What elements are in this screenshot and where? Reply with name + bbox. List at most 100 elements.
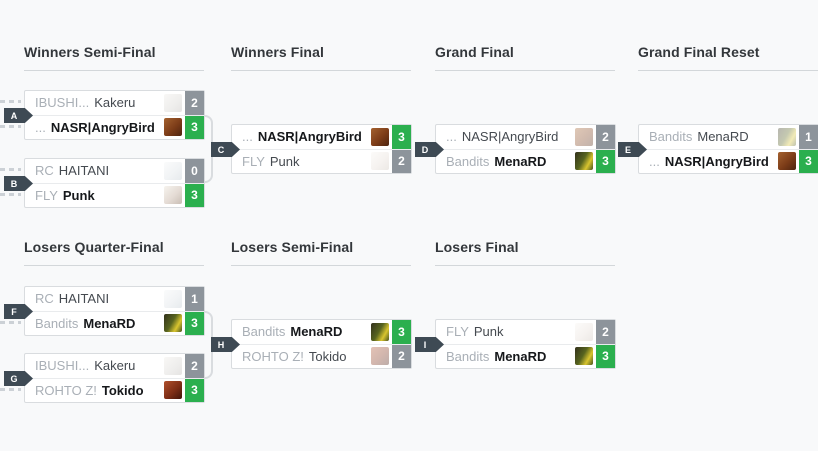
offscreen-connector-dashes: [0, 321, 21, 324]
player-team-prefix: ...: [242, 129, 253, 145]
player-row[interactable]: FLY Punk 2: [436, 320, 615, 344]
round-title: Grand Final Reset: [638, 44, 760, 60]
player-row[interactable]: ... NASR|AngryBird 2: [436, 125, 615, 149]
player-team-prefix: IBUSHI...: [35, 358, 90, 374]
round-column-grand-final: Grand Final: [435, 44, 615, 71]
player-avatar: [164, 356, 182, 375]
player-avatar: [778, 127, 796, 146]
player-score: 3: [185, 378, 204, 402]
round-divider: [435, 265, 615, 266]
player-name: Kakeru: [94, 95, 136, 111]
match-identifier-badge[interactable]: E: [618, 142, 647, 157]
player-row[interactable]: Bandits MenaRD 3: [232, 320, 411, 344]
player-avatar: [164, 289, 182, 308]
player-row[interactable]: Bandits MenaRD 1: [639, 125, 818, 149]
player-team-prefix: ROHTO Z!: [242, 348, 304, 364]
player-avatar: [371, 347, 389, 366]
player-team-prefix: Bandits: [649, 129, 693, 145]
match-identifier-badge[interactable]: F: [4, 304, 33, 319]
player-row[interactable]: RC HAITANI 0: [25, 159, 204, 183]
player-name: Kakeru: [94, 358, 136, 374]
player-name: NASR|AngryBird: [257, 129, 362, 145]
player-name: MenaRD: [494, 348, 547, 364]
player-avatar: [164, 381, 182, 400]
match-card[interactable]: Bandits MenaRD 3 ROHTO Z! Tokido 2: [231, 319, 412, 369]
player-score: 0: [185, 159, 204, 183]
player-row[interactable]: ROHTO Z! Tokido 2: [232, 343, 411, 368]
player-team-prefix: Bandits: [242, 324, 286, 340]
player-name: MenaRD: [83, 315, 136, 331]
player-avatar: [371, 127, 389, 146]
player-avatar: [371, 322, 389, 341]
player-name: Tokido: [308, 348, 347, 364]
match-identifier-badge[interactable]: C: [211, 142, 240, 157]
player-row[interactable]: IBUSHI... Kakeru 2: [25, 354, 204, 378]
round-divider: [231, 70, 411, 71]
player-score: 3: [799, 149, 818, 173]
round-title: Winners Semi-Final: [24, 44, 156, 60]
player-row[interactable]: ... NASR|AngryBird 3: [25, 114, 204, 139]
player-name: NASR|AngryBird: [664, 153, 769, 169]
player-score: 2: [596, 320, 615, 344]
player-row[interactable]: FLY Punk 2: [232, 148, 411, 173]
match-card[interactable]: FLY Punk 2 Bandits MenaRD 3: [435, 319, 616, 369]
match-identifier-badge[interactable]: G: [4, 371, 33, 386]
match-card[interactable]: ... NASR|AngryBird 3 FLY Punk 2: [231, 124, 412, 174]
player-avatar: [575, 127, 593, 146]
match-card[interactable]: RC HAITANI 0 FLY Punk 3: [24, 158, 205, 208]
player-name: HAITANI: [58, 291, 110, 307]
player-avatar: [164, 161, 182, 180]
player-name: NASR|AngryBird: [50, 119, 155, 135]
player-score: 2: [185, 354, 204, 378]
round-title: Winners Final: [231, 44, 324, 60]
player-team-prefix: Bandits: [35, 315, 79, 331]
match-card[interactable]: ... NASR|AngryBird 2 Bandits MenaRD 3: [435, 124, 616, 174]
round-column-losers-final: Losers Final: [435, 239, 615, 266]
player-team-prefix: ...: [649, 153, 660, 169]
match-card[interactable]: IBUSHI... Kakeru 2 ... NASR|AngryBird 3: [24, 90, 205, 140]
match-card[interactable]: RC HAITANI 1 Bandits MenaRD 3: [24, 286, 205, 336]
player-score: 3: [596, 149, 615, 173]
player-score: 1: [799, 125, 818, 149]
player-name: HAITANI: [58, 163, 110, 179]
match-identifier-badge[interactable]: B: [4, 176, 33, 191]
player-team-prefix: FLY: [242, 153, 265, 169]
player-row[interactable]: Bandits MenaRD 3: [436, 148, 615, 173]
player-row[interactable]: Bandits MenaRD 3: [436, 343, 615, 368]
player-score: 3: [596, 344, 615, 368]
player-name: NASR|AngryBird: [461, 129, 559, 145]
match-identifier-badge[interactable]: A: [4, 108, 33, 123]
round-title: Losers Quarter-Final: [24, 239, 164, 255]
round-divider: [24, 70, 204, 71]
player-row[interactable]: ... NASR|AngryBird 3: [232, 125, 411, 149]
player-row[interactable]: ROHTO Z! Tokido 3: [25, 377, 204, 402]
player-avatar: [164, 186, 182, 205]
match-identifier-badge[interactable]: I: [415, 337, 444, 352]
player-score: 3: [185, 183, 204, 207]
player-team-prefix: ...: [35, 119, 46, 135]
round-divider: [638, 70, 818, 71]
player-row[interactable]: IBUSHI... Kakeru 2: [25, 91, 204, 115]
player-avatar: [575, 347, 593, 366]
player-score: 2: [185, 91, 204, 115]
player-row[interactable]: Bandits MenaRD 3: [25, 310, 204, 335]
player-avatar: [575, 322, 593, 341]
player-name: Tokido: [101, 382, 144, 398]
player-name: MenaRD: [494, 153, 547, 169]
player-score: 2: [392, 149, 411, 173]
match-identifier-badge[interactable]: D: [415, 142, 444, 157]
player-row[interactable]: RC HAITANI 1: [25, 287, 204, 311]
player-team-prefix: FLY: [446, 324, 469, 340]
match-identifier-badge[interactable]: H: [211, 337, 240, 352]
player-team-prefix: RC: [35, 291, 54, 307]
player-avatar: [164, 93, 182, 112]
match-card[interactable]: Bandits MenaRD 1 ... NASR|AngryBird 3: [638, 124, 818, 174]
player-name: MenaRD: [697, 129, 749, 145]
player-score: 3: [392, 320, 411, 344]
player-team-prefix: ...: [446, 129, 457, 145]
player-row[interactable]: ... NASR|AngryBird 3: [639, 148, 818, 173]
match-card[interactable]: IBUSHI... Kakeru 2 ROHTO Z! Tokido 3: [24, 353, 205, 403]
player-team-prefix: Bandits: [446, 153, 490, 169]
player-row[interactable]: FLY Punk 3: [25, 182, 204, 207]
